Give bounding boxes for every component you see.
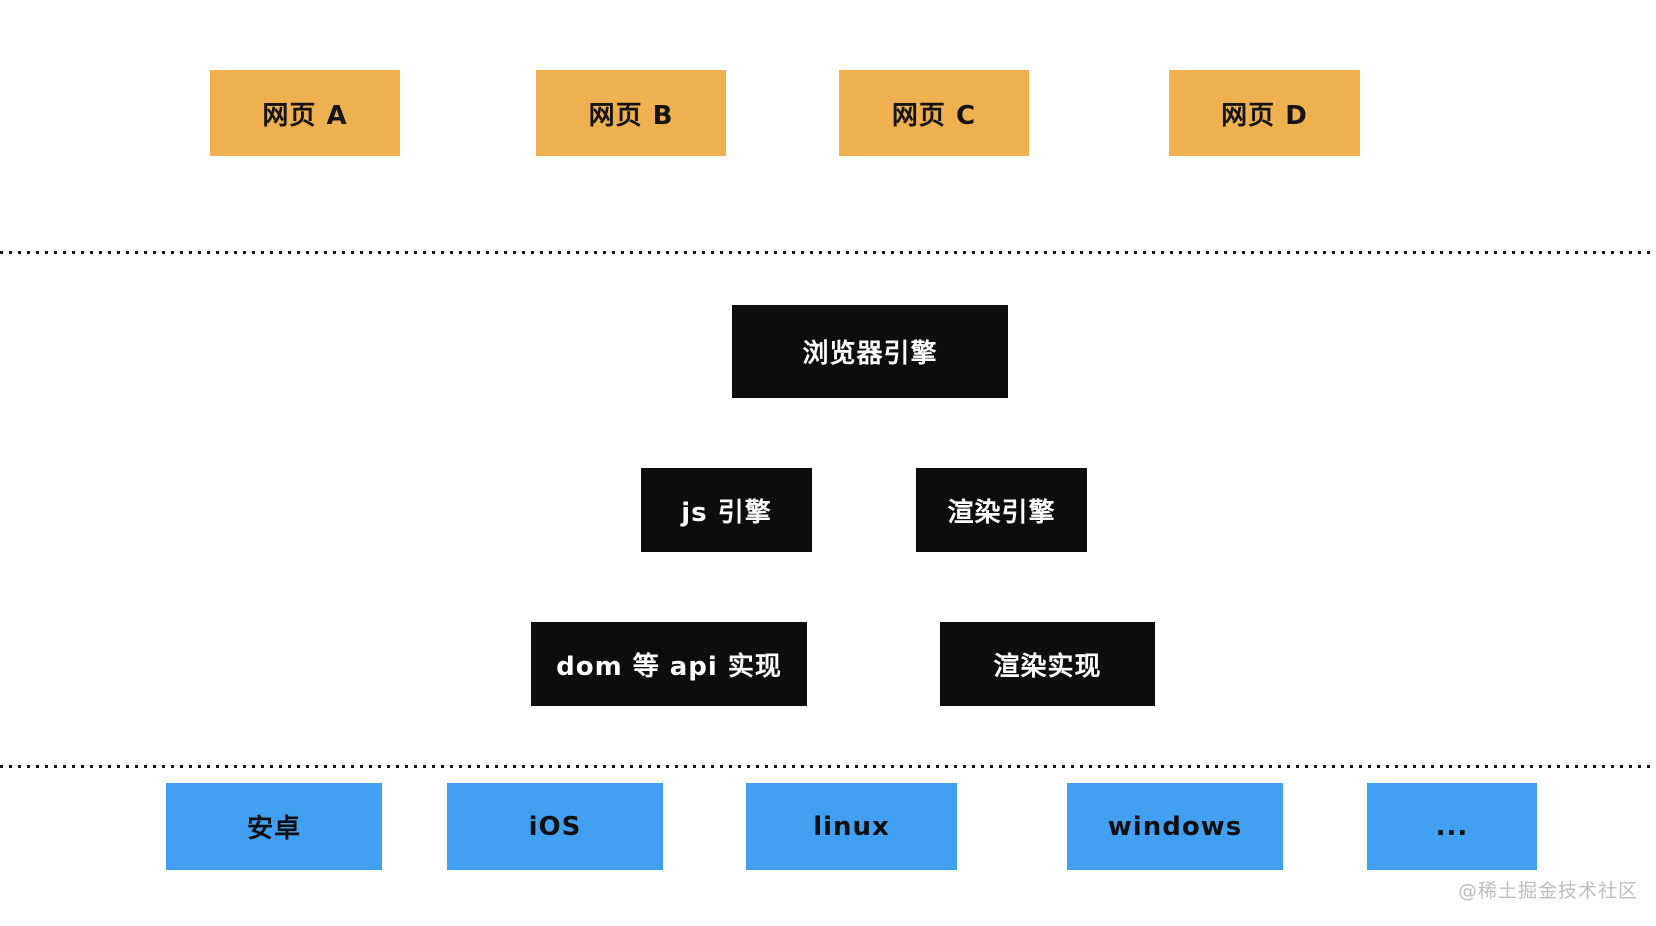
- box-webpage-c: 网页 C: [839, 70, 1029, 156]
- box-webpage-b: 网页 B: [536, 70, 726, 156]
- box-browser-engine: 浏览器引擎: [732, 305, 1008, 398]
- box-platform-ios: iOS: [447, 783, 663, 870]
- dotted-divider-bottom: [0, 765, 1656, 768]
- box-platform-windows: windows: [1067, 783, 1283, 870]
- box-js-engine: js 引擎: [641, 468, 812, 552]
- box-platform-more: ...: [1367, 783, 1537, 870]
- box-platform-android: 安卓: [166, 783, 382, 870]
- dotted-divider-top: [0, 251, 1656, 254]
- box-render-impl: 渲染实现: [940, 622, 1155, 706]
- box-webpage-d: 网页 D: [1169, 70, 1360, 156]
- box-webpage-a: 网页 A: [210, 70, 400, 156]
- box-dom-api-impl: dom 等 api 实现: [531, 622, 807, 706]
- box-render-engine: 渲染引擎: [916, 468, 1087, 552]
- box-platform-linux: linux: [746, 783, 957, 870]
- watermark-juejin: @稀土掘金技术社区: [1457, 880, 1638, 902]
